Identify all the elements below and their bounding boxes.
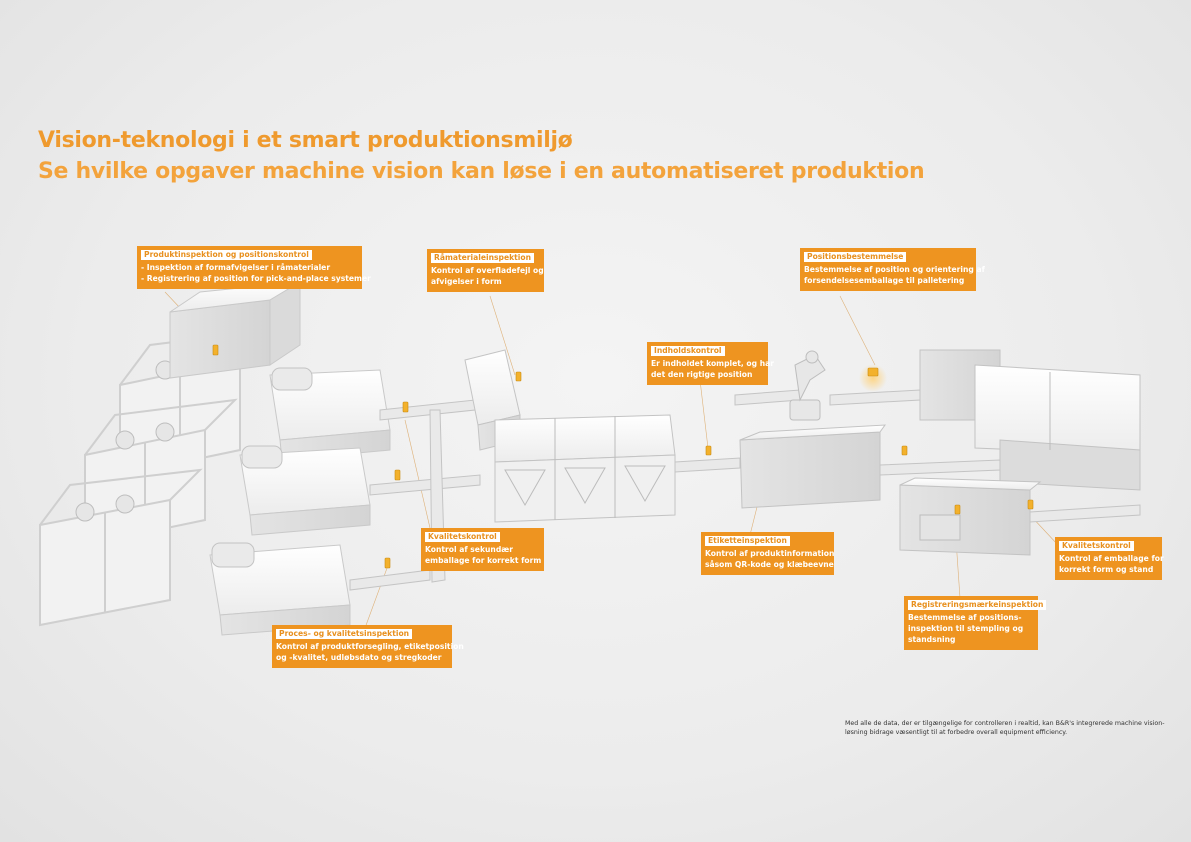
callout-registreringsmaerke: Registreringsmærkeinspektion Bestemmelse… (904, 596, 1047, 650)
callout-procesinspektion: Proces- og kvalitetsinspektion Kontrol a… (272, 625, 464, 668)
callout-kvalitetskontrol-sekundaer: Kvalitetskontrol Kontrol af sekundær emb… (421, 528, 544, 571)
raw-material-enclosure (169, 281, 301, 379)
callout-title: Kvalitetskontrol (425, 532, 500, 542)
callout-text: standsning (908, 635, 956, 644)
title-block: Vision-teknologi i et smart produktionsm… (38, 128, 925, 184)
callout-title: Kvalitetskontrol (1059, 541, 1134, 551)
callout-title: Produktinspektion og positionskontrol (141, 250, 312, 260)
pick-and-place-cells (39, 328, 273, 627)
vision-camera (867, 367, 879, 377)
callout-text: - Registrering af position for pick-and-… (141, 274, 371, 283)
footnote: Med alle de data, der er tilgængelige fo… (845, 720, 1165, 736)
vision-camera (402, 401, 409, 413)
callout-text: emballage for korrekt form (425, 556, 542, 565)
callout-text: og -kvalitet, udløbsdato og stregkoder (276, 653, 442, 662)
callout-text: korrekt form og stand (1059, 565, 1154, 574)
callout-text: Kontrol af produktforsegling, etiketposi… (276, 642, 464, 651)
callout-text: Bestemmelse af position og orientering a… (804, 265, 985, 274)
stamping-machine (899, 477, 1042, 556)
callout-text: Kontrol af produktinformation (705, 549, 835, 558)
callout-text: afvigelser i form (431, 277, 502, 286)
vision-camera (954, 504, 961, 515)
callout-text: Bestemmelse af positions- (908, 613, 1022, 622)
callout-etiketteinspektion: Etiketteinspektion Kontrol af produktinf… (701, 532, 834, 575)
callout-text: Kontrol af sekundær (425, 545, 513, 554)
vision-camera (394, 469, 401, 481)
callout-title: Positionsbestemmelse (804, 252, 907, 262)
callout-title: Registreringsmærkeinspektion (908, 600, 1047, 610)
callout-text: det den rigtige position (651, 370, 753, 379)
callout-kvalitetskontrol-emballage: Kvalitetskontrol Kontrol af emballage fo… (1055, 537, 1164, 580)
callout-title: Proces- og kvalitetsinspektion (276, 629, 413, 639)
callout-text: Kontrol af overfladefejl og (431, 266, 544, 275)
callout-text: såsom QR-kode og klæbeevne (705, 560, 834, 569)
vision-cameras (212, 344, 1034, 569)
vision-camera (212, 344, 219, 356)
callout-text: Er indholdet komplet, og har (651, 359, 775, 368)
palletizing-enclosure (919, 349, 1141, 491)
vision-camera (705, 445, 712, 456)
callout-text: forsendelsesemballage til palletering (804, 276, 965, 285)
palletizing-robot (789, 350, 826, 421)
labelling-machine (739, 424, 887, 509)
callout-raamateriale: Råmaterialeinspektion Kontrol af overfla… (427, 249, 544, 292)
callout-positionsbestemmelse: Positionsbestemmelse Bestemmelse af posi… (800, 248, 985, 291)
page-subtitle: Se hvilke opgaver machine vision kan løs… (38, 159, 925, 184)
callout-produktinspektion: Produktinspektion og positionskontrol - … (137, 246, 371, 289)
vision-camera (901, 445, 908, 456)
callout-text: Kontrol af emballage for (1059, 554, 1164, 563)
vision-camera (1027, 499, 1034, 510)
callout-title: Indholdskontrol (651, 346, 725, 356)
callout-title: Råmaterialeinspektion (431, 253, 535, 263)
callout-text: inspektion til stempling og (908, 624, 1024, 633)
page-title: Vision-teknologi i et smart produktionsm… (38, 128, 573, 153)
callout-title: Etiketteinspektion (705, 536, 790, 546)
vision-camera (515, 371, 522, 382)
callout-text: - Inspektion af formafvigelser i råmater… (141, 263, 331, 272)
vision-camera (384, 557, 391, 569)
forming-machines (209, 367, 391, 636)
callout-indholdskontrol: Indholdskontrol Er indholdet komplet, og… (647, 342, 775, 385)
central-packaging-machine (494, 414, 676, 523)
